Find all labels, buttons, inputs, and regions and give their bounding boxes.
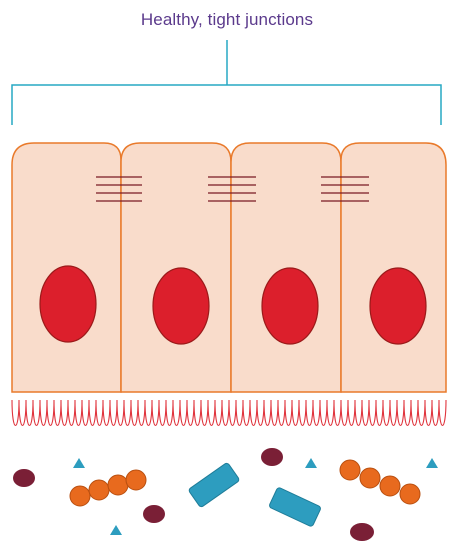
- teal-triangles: [73, 458, 438, 535]
- orange-chain-left: [70, 470, 146, 506]
- orange-bead-chains: [70, 460, 420, 506]
- microvilli-brush-border: [12, 400, 446, 426]
- teal-triangle: [305, 458, 317, 468]
- epithelial-cell-3: [231, 143, 341, 392]
- junction-bracket: [12, 40, 441, 125]
- epithelial-cell-4: [341, 143, 446, 392]
- teal-rods: [188, 462, 321, 527]
- orange-chain-right: [340, 460, 420, 504]
- nucleus-1: [40, 266, 96, 342]
- maroon-particle: [13, 469, 35, 487]
- maroon-particle: [350, 523, 374, 541]
- maroon-particle: [261, 448, 283, 466]
- nucleus-3: [262, 268, 318, 344]
- teal-rod: [269, 487, 322, 527]
- epithelial-cell-2: [121, 143, 231, 392]
- nucleus-2: [153, 268, 209, 344]
- nucleus-4: [370, 268, 426, 344]
- teal-triangle: [110, 525, 122, 535]
- maroon-particle: [143, 505, 165, 523]
- teal-triangle: [426, 458, 438, 468]
- teal-triangle: [73, 458, 85, 468]
- teal-rod: [188, 462, 240, 508]
